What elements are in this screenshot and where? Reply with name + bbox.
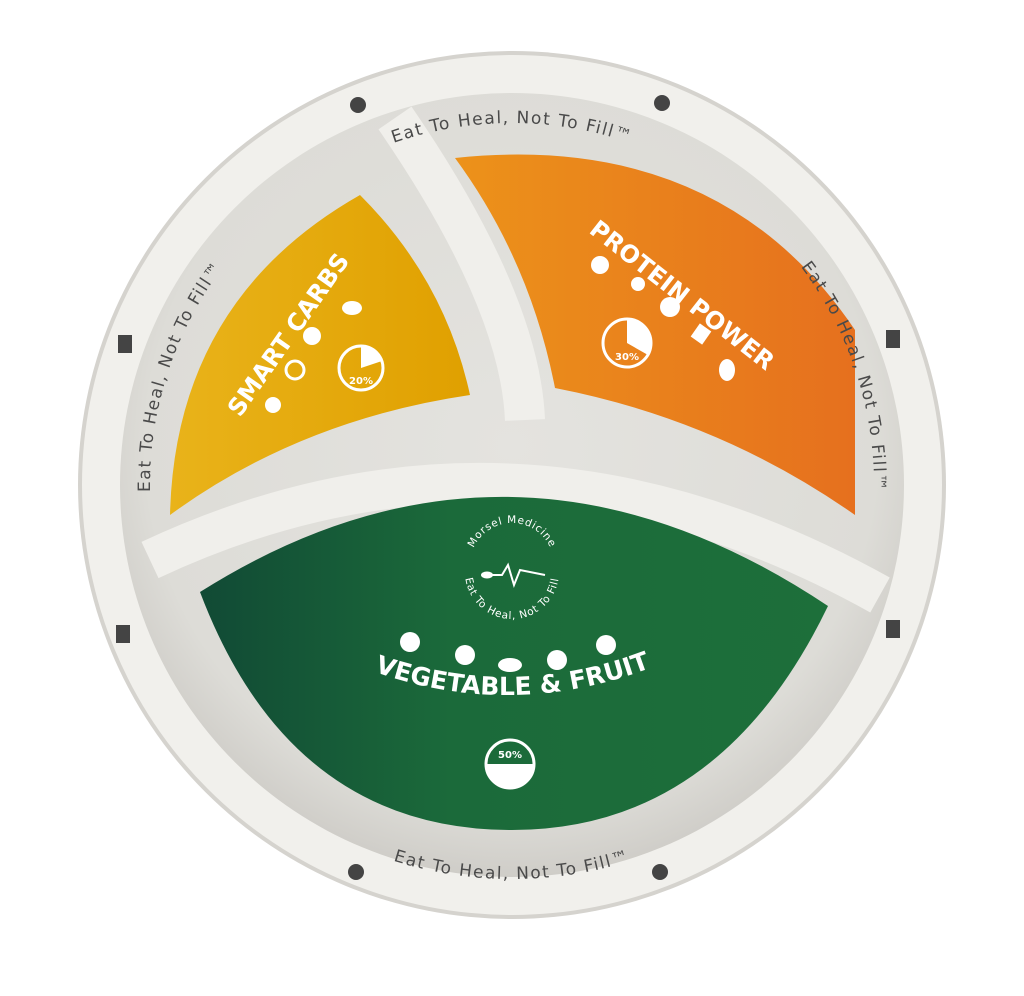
svg-text:30%: 30% [615, 352, 639, 363]
running-person-icon [348, 864, 364, 880]
tofu-icon [690, 323, 712, 345]
bean-icon [342, 301, 362, 315]
svg-text:50%: 50% [498, 750, 522, 761]
clipboard-icon [116, 625, 130, 643]
berries-icon [596, 635, 616, 655]
section-protein-power [455, 154, 855, 515]
chicken-leg-icon [631, 277, 645, 291]
bean-icon [719, 359, 735, 381]
portion-indicator-20: 20% [337, 344, 385, 392]
portion-indicator-50: 50% [484, 738, 536, 790]
sweet-potato-icon [265, 397, 281, 413]
sleep-moon-icon [654, 95, 670, 111]
running-person-icon [652, 864, 668, 880]
portion-indicator-30: 30% [601, 317, 653, 369]
clipboard-icon [118, 335, 132, 353]
apple-icon [547, 650, 567, 670]
pepper-icon [498, 658, 522, 672]
egg-icon [660, 297, 680, 317]
sleep-moon-icon [350, 97, 366, 113]
squash-icon [303, 327, 321, 345]
broccoli-icon [455, 645, 475, 665]
svg-text:20%: 20% [349, 376, 373, 387]
grain-icon [284, 359, 306, 381]
section-smart-carbs [170, 195, 470, 515]
spinach-icon [400, 632, 420, 652]
fish-icon [591, 256, 609, 274]
clipboard-icon [886, 620, 900, 638]
clipboard-icon [886, 330, 900, 348]
